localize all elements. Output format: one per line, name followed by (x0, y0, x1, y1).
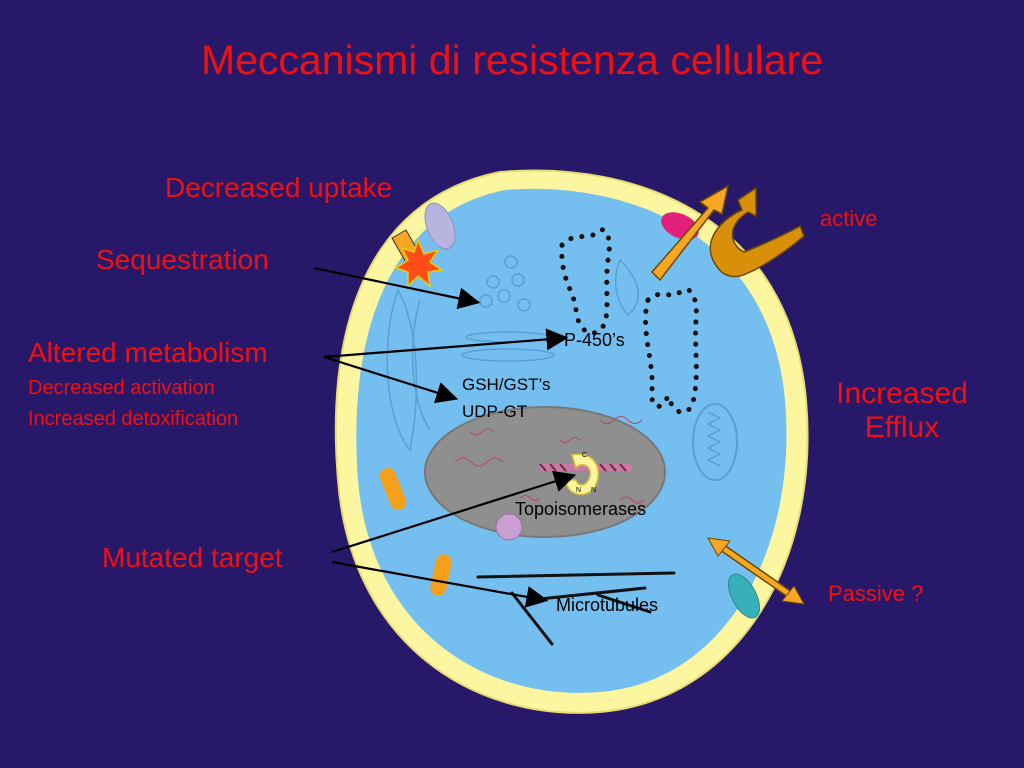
label-active: active (820, 208, 877, 230)
label-gsh-gst: GSH/GST’s (462, 376, 550, 393)
label-p450: P-450’s (564, 331, 625, 349)
mitochondrion (693, 404, 737, 480)
label-mutated-target: Mutated target (102, 544, 283, 572)
label-decreased-uptake: Decreased uptake (165, 174, 392, 202)
label-microtubules: Microtubules (556, 596, 658, 614)
topo-letter-c: C (582, 452, 587, 459)
label-decreased-activation: Decreased activation (28, 378, 215, 398)
label-topoisomerases: Topoisomerases (515, 500, 646, 518)
label-sequestration: Sequestration (96, 246, 269, 274)
label-udp-gt: UDP-GT (462, 403, 527, 420)
label-increased-efflux: Increased Efflux (826, 377, 978, 444)
label-increased-detoxification: Increased detoxification (28, 409, 238, 429)
label-passive: Passive ? (828, 583, 923, 605)
topo-letter-n2: N (591, 487, 596, 494)
topo-letter-n1: N (576, 487, 581, 494)
label-altered-metabolism: Altered metabolism (28, 339, 268, 367)
page-title: Meccanismi di resistenza cellulare (0, 40, 1024, 81)
